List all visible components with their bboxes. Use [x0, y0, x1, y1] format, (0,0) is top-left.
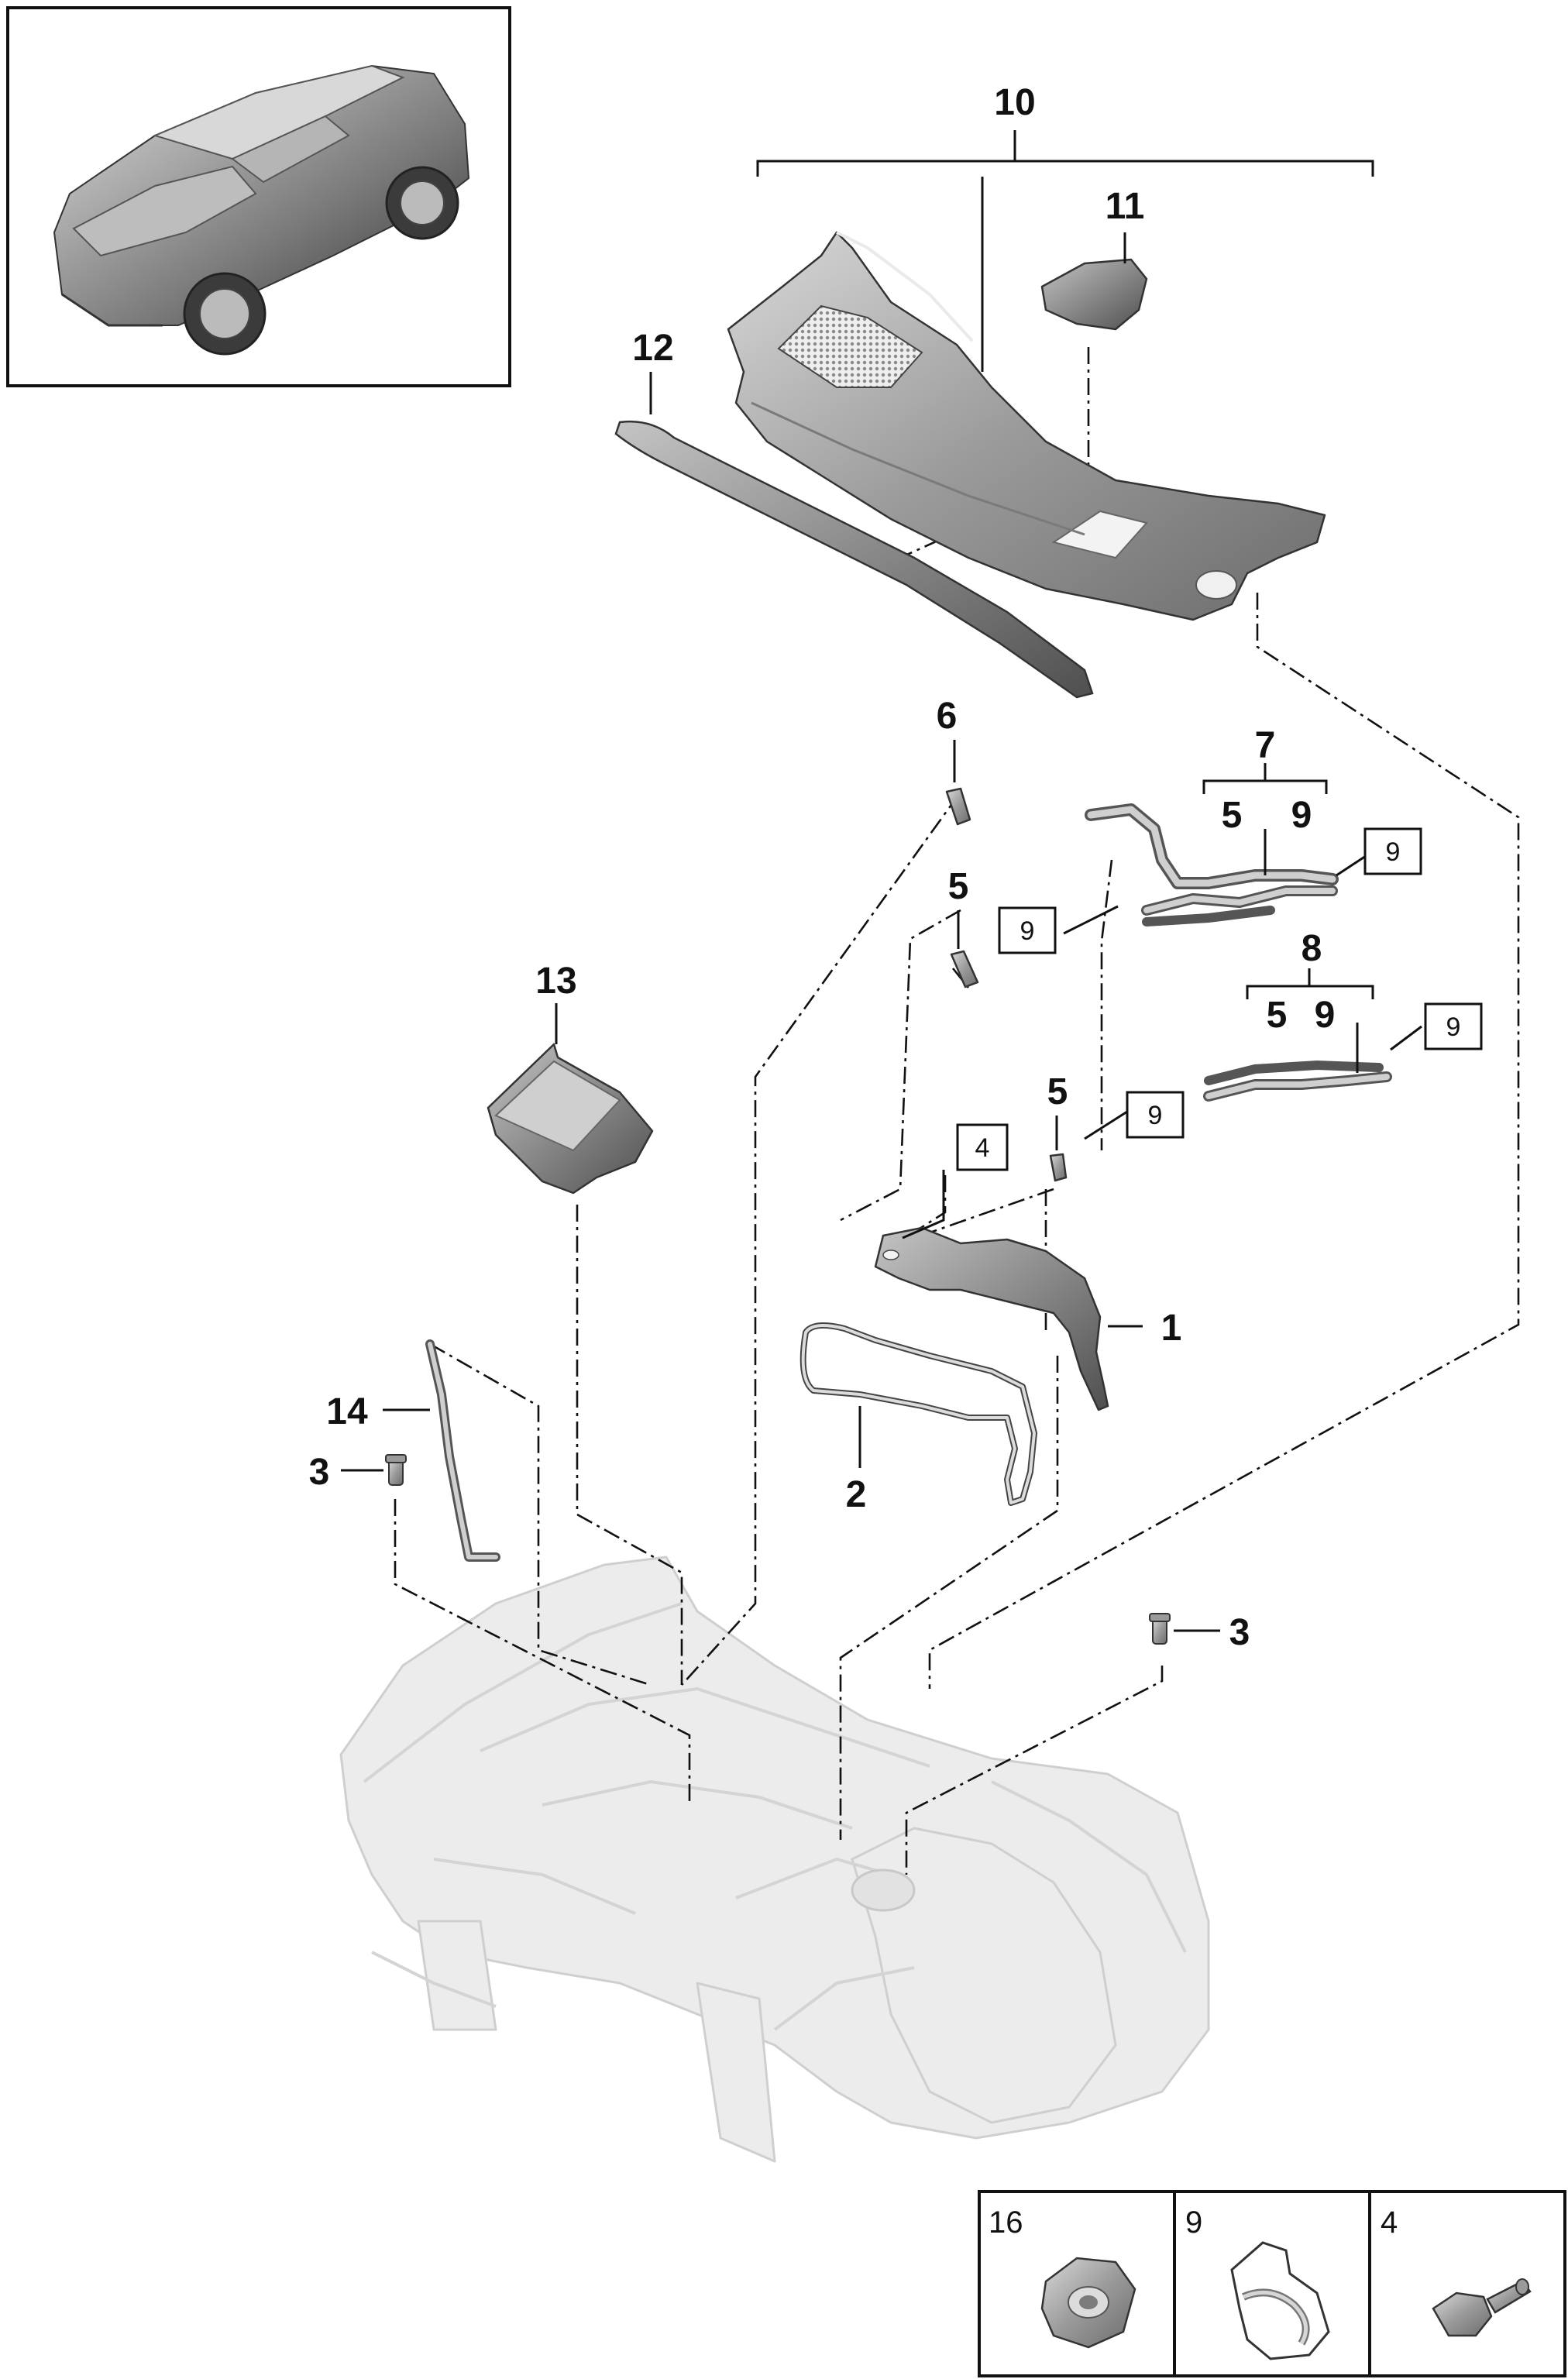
callout-3-right: 3	[1229, 1612, 1250, 1653]
small-parts-legend: 16 9 4	[978, 2190, 1566, 2377]
callout-1: 1	[1161, 1308, 1182, 1349]
grommet-5a-part	[950, 950, 979, 988]
legend-item-16: 16	[989, 2205, 1136, 2349]
grommet-part	[945, 787, 971, 826]
callout-6: 6	[937, 696, 958, 737]
assembly-lines	[394, 347, 1520, 1875]
hose-assembly-7-part	[1085, 803, 1339, 927]
boxed-ref-9-c: 9	[1424, 1002, 1483, 1050]
boxed-ref-9-a: 9	[998, 906, 1057, 954]
callouts: 10 11 12 6 5 7 5 9 8 5 9 5 13 1 2 14 3 3	[309, 82, 1336, 1653]
screw-right-part	[1149, 1613, 1171, 1645]
svg-text:9: 9	[1386, 837, 1401, 867]
cowl-panel-part	[727, 231, 1326, 621]
svg-text:9: 9	[1446, 1012, 1461, 1042]
boxed-ref-9-d: 9	[1126, 1091, 1185, 1139]
svg-text:9: 9	[1185, 2205, 1202, 2240]
seal-strip-part	[614, 421, 1094, 699]
callout-3-left: 3	[309, 1452, 330, 1493]
callout-5-upper: 5	[948, 866, 969, 907]
callout-8-sub-9: 9	[1315, 995, 1336, 1036]
clip-icon	[1230, 2241, 1330, 2360]
callout-8-sub-5: 5	[1267, 995, 1288, 1036]
boxed-ref-4: 4	[902, 1123, 1009, 1239]
screw-left-part	[385, 1454, 407, 1486]
legend-item-9: 9	[1185, 2205, 1330, 2360]
svg-text:4: 4	[975, 1133, 990, 1163]
callout-2: 2	[846, 1474, 867, 1515]
callout-7: 7	[1255, 725, 1276, 766]
callout-11: 11	[1106, 186, 1145, 227]
svg-text:16: 16	[989, 2205, 1023, 2240]
vehicle-thumbnail	[6, 6, 511, 387]
callout-13: 13	[535, 961, 576, 1002]
callout-8: 8	[1302, 928, 1322, 969]
nut-icon	[1040, 2257, 1136, 2349]
callout-7-sub-5: 5	[1222, 795, 1243, 836]
body-structure-ghost	[339, 1556, 1210, 2163]
gasket-part	[799, 1322, 1037, 1506]
callout-14: 14	[326, 1391, 368, 1432]
grommet-5b-part	[1049, 1153, 1068, 1182]
leader-lines	[341, 130, 1422, 1632]
bolt-icon	[1432, 2278, 1532, 2337]
svg-text:9: 9	[1020, 916, 1035, 946]
boxed-ref-9-b: 9	[1363, 827, 1422, 875]
svg-text:4: 4	[1381, 2205, 1398, 2240]
housing-part	[487, 1043, 654, 1195]
suv-illustration	[53, 64, 470, 356]
hose-assembly-8-part	[1203, 1060, 1392, 1102]
callout-7-sub-9: 9	[1291, 795, 1312, 836]
callout-12: 12	[632, 328, 673, 369]
callout-5-lower: 5	[1047, 1071, 1068, 1112]
callout-10: 10	[994, 82, 1035, 123]
rod-part	[425, 1339, 500, 1562]
legend-item-4: 4	[1381, 2205, 1532, 2337]
cover-part	[1040, 258, 1148, 331]
boxed-references: 9 9 9 9 4	[902, 827, 1483, 1239]
svg-text:9: 9	[1148, 1101, 1163, 1130]
bracket-part	[874, 1226, 1109, 1411]
